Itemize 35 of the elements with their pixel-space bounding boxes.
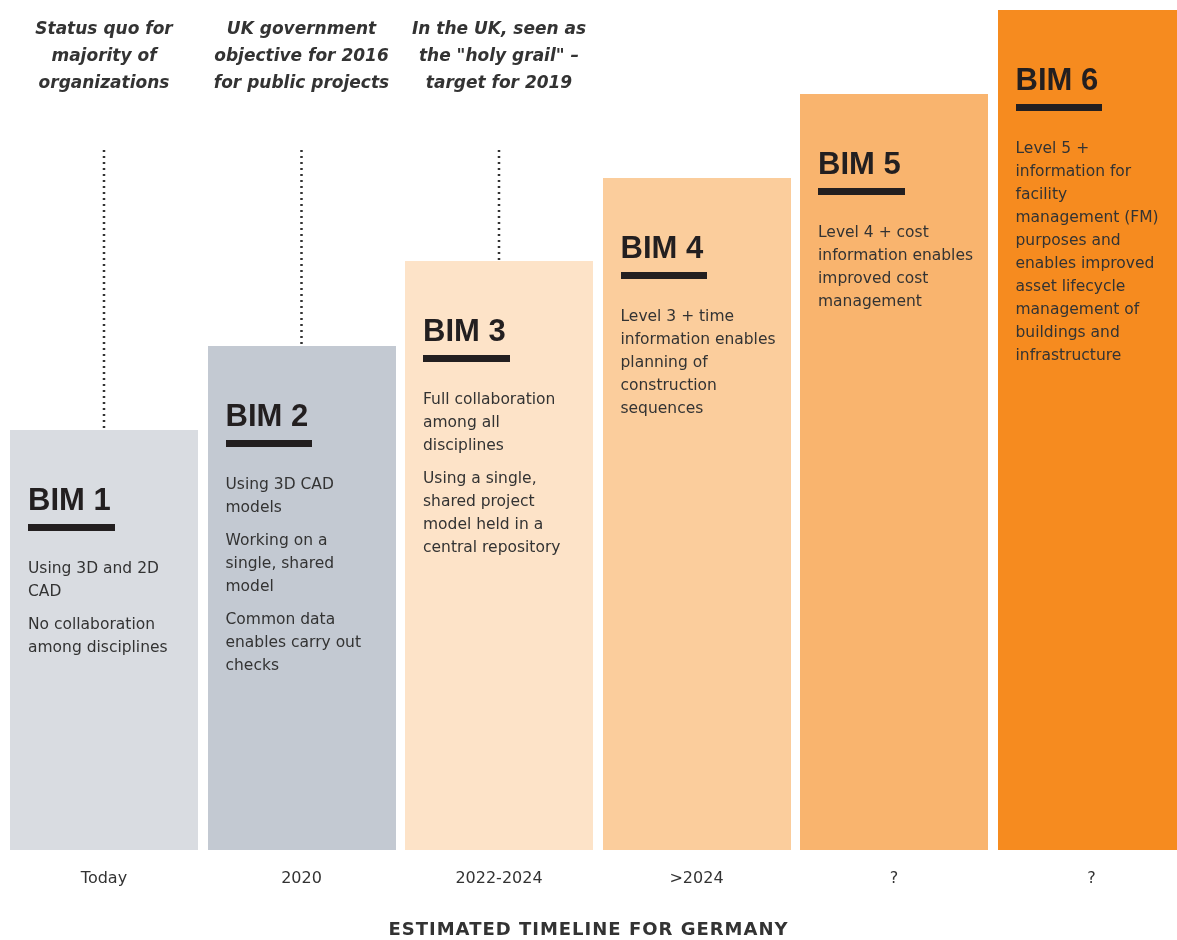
level-description: Level 5 + information for facility management (FM) purposes and enables improved asset lifecycle management of buildings and infrastructure	[1015, 138, 1160, 366]
level-bar	[207, 346, 396, 850]
annotation-text: UK government objective for 2016 for public projects	[212, 17, 391, 94]
level-description: Working on a single, shared model	[225, 530, 336, 597]
level-description: Common data enables carry out checks	[225, 609, 363, 676]
caption: ESTIMATED TIMELINE FOR GERMANY	[387, 918, 790, 939]
timeline-label: ?	[888, 868, 900, 887]
dotted-line	[300, 150, 303, 346]
timeline-label: 2022-2024	[454, 868, 544, 887]
level-heading: BIM 1	[28, 482, 115, 531]
level-description: Using a single, shared project model held in a central repository	[423, 468, 562, 558]
level-description: No collaboration among disciplines	[28, 614, 169, 658]
level-bar	[10, 430, 198, 850]
level-description: Full collaboration among all disciplines	[423, 389, 557, 456]
level-heading: BIM 5	[818, 146, 905, 195]
annotation-text: Status quo for majority of organizations	[34, 17, 175, 94]
level-description: Level 4 + cost information enables improved cost management	[818, 222, 974, 312]
timeline-label: ?	[1086, 868, 1097, 887]
level-bar	[800, 94, 988, 850]
level-heading: BIM 6	[1015, 62, 1103, 111]
level-heading: BIM 2	[225, 398, 313, 447]
dotted-line	[497, 150, 501, 261]
timeline-label: 2020	[280, 868, 323, 887]
level-description: Level 3 + time information enables planning of construction sequences	[620, 306, 777, 419]
level-description: Using 3D CAD models	[225, 474, 335, 518]
level-description: Using 3D and 2D CAD	[28, 558, 160, 602]
timeline-label: >2024	[668, 868, 725, 887]
annotation-text: In the UK, seen as the "holy grail" – target for 2019	[410, 17, 588, 94]
level-bar	[997, 10, 1177, 850]
timeline-label: Today	[79, 868, 129, 887]
level-bar	[405, 261, 593, 850]
level-heading: BIM 3	[423, 313, 510, 362]
level-bar	[602, 178, 791, 850]
level-heading: BIM 4	[620, 230, 708, 279]
dotted-line	[102, 150, 106, 430]
